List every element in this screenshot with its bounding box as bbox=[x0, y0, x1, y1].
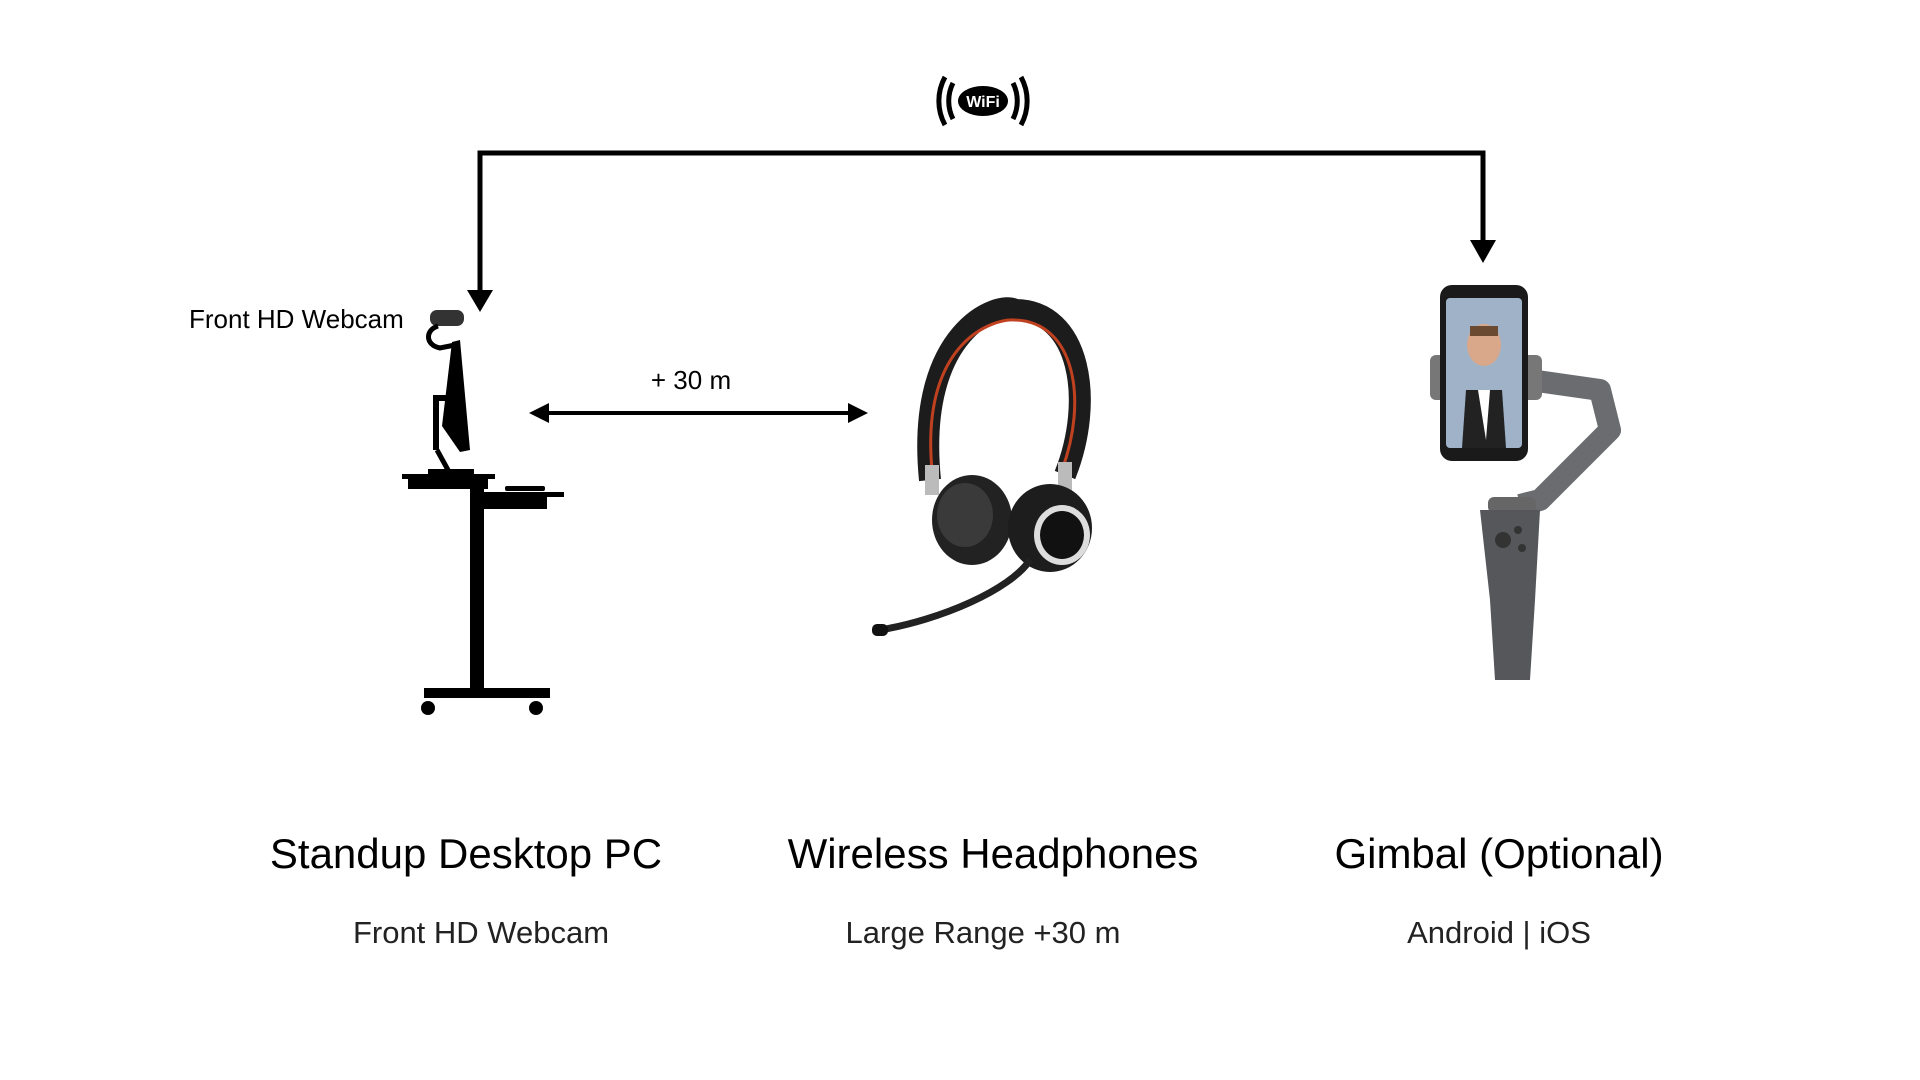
range-label: + 30 m bbox=[650, 365, 732, 395]
wireless-headphones-image bbox=[872, 297, 1092, 636]
standup-desk-pc-image bbox=[402, 310, 564, 715]
device-subtitle-pc: Front HD Webcam bbox=[352, 915, 610, 950]
device-title-headphones: Wireless Headphones bbox=[787, 830, 1199, 877]
arrowhead-to-gimbal bbox=[1470, 240, 1496, 263]
wifi-text: WiFi bbox=[966, 94, 1000, 111]
gimbal-phone-image bbox=[1430, 285, 1621, 680]
device-title-gimbal: Gimbal (Optional) bbox=[1334, 830, 1664, 877]
wifi-connection-line bbox=[477, 150, 1486, 295]
device-subtitle-headphones: Large Range +30 m bbox=[845, 915, 1121, 950]
wifi-icon: WiFi bbox=[936, 75, 1030, 127]
device-subtitle-gimbal: Android | iOS bbox=[1407, 915, 1591, 950]
arrowhead-to-pc bbox=[467, 290, 493, 312]
webcam-label: Front HD Webcam bbox=[189, 304, 404, 334]
device-title-pc: Standup Desktop PC bbox=[269, 830, 663, 877]
range-double-arrow bbox=[529, 403, 868, 423]
